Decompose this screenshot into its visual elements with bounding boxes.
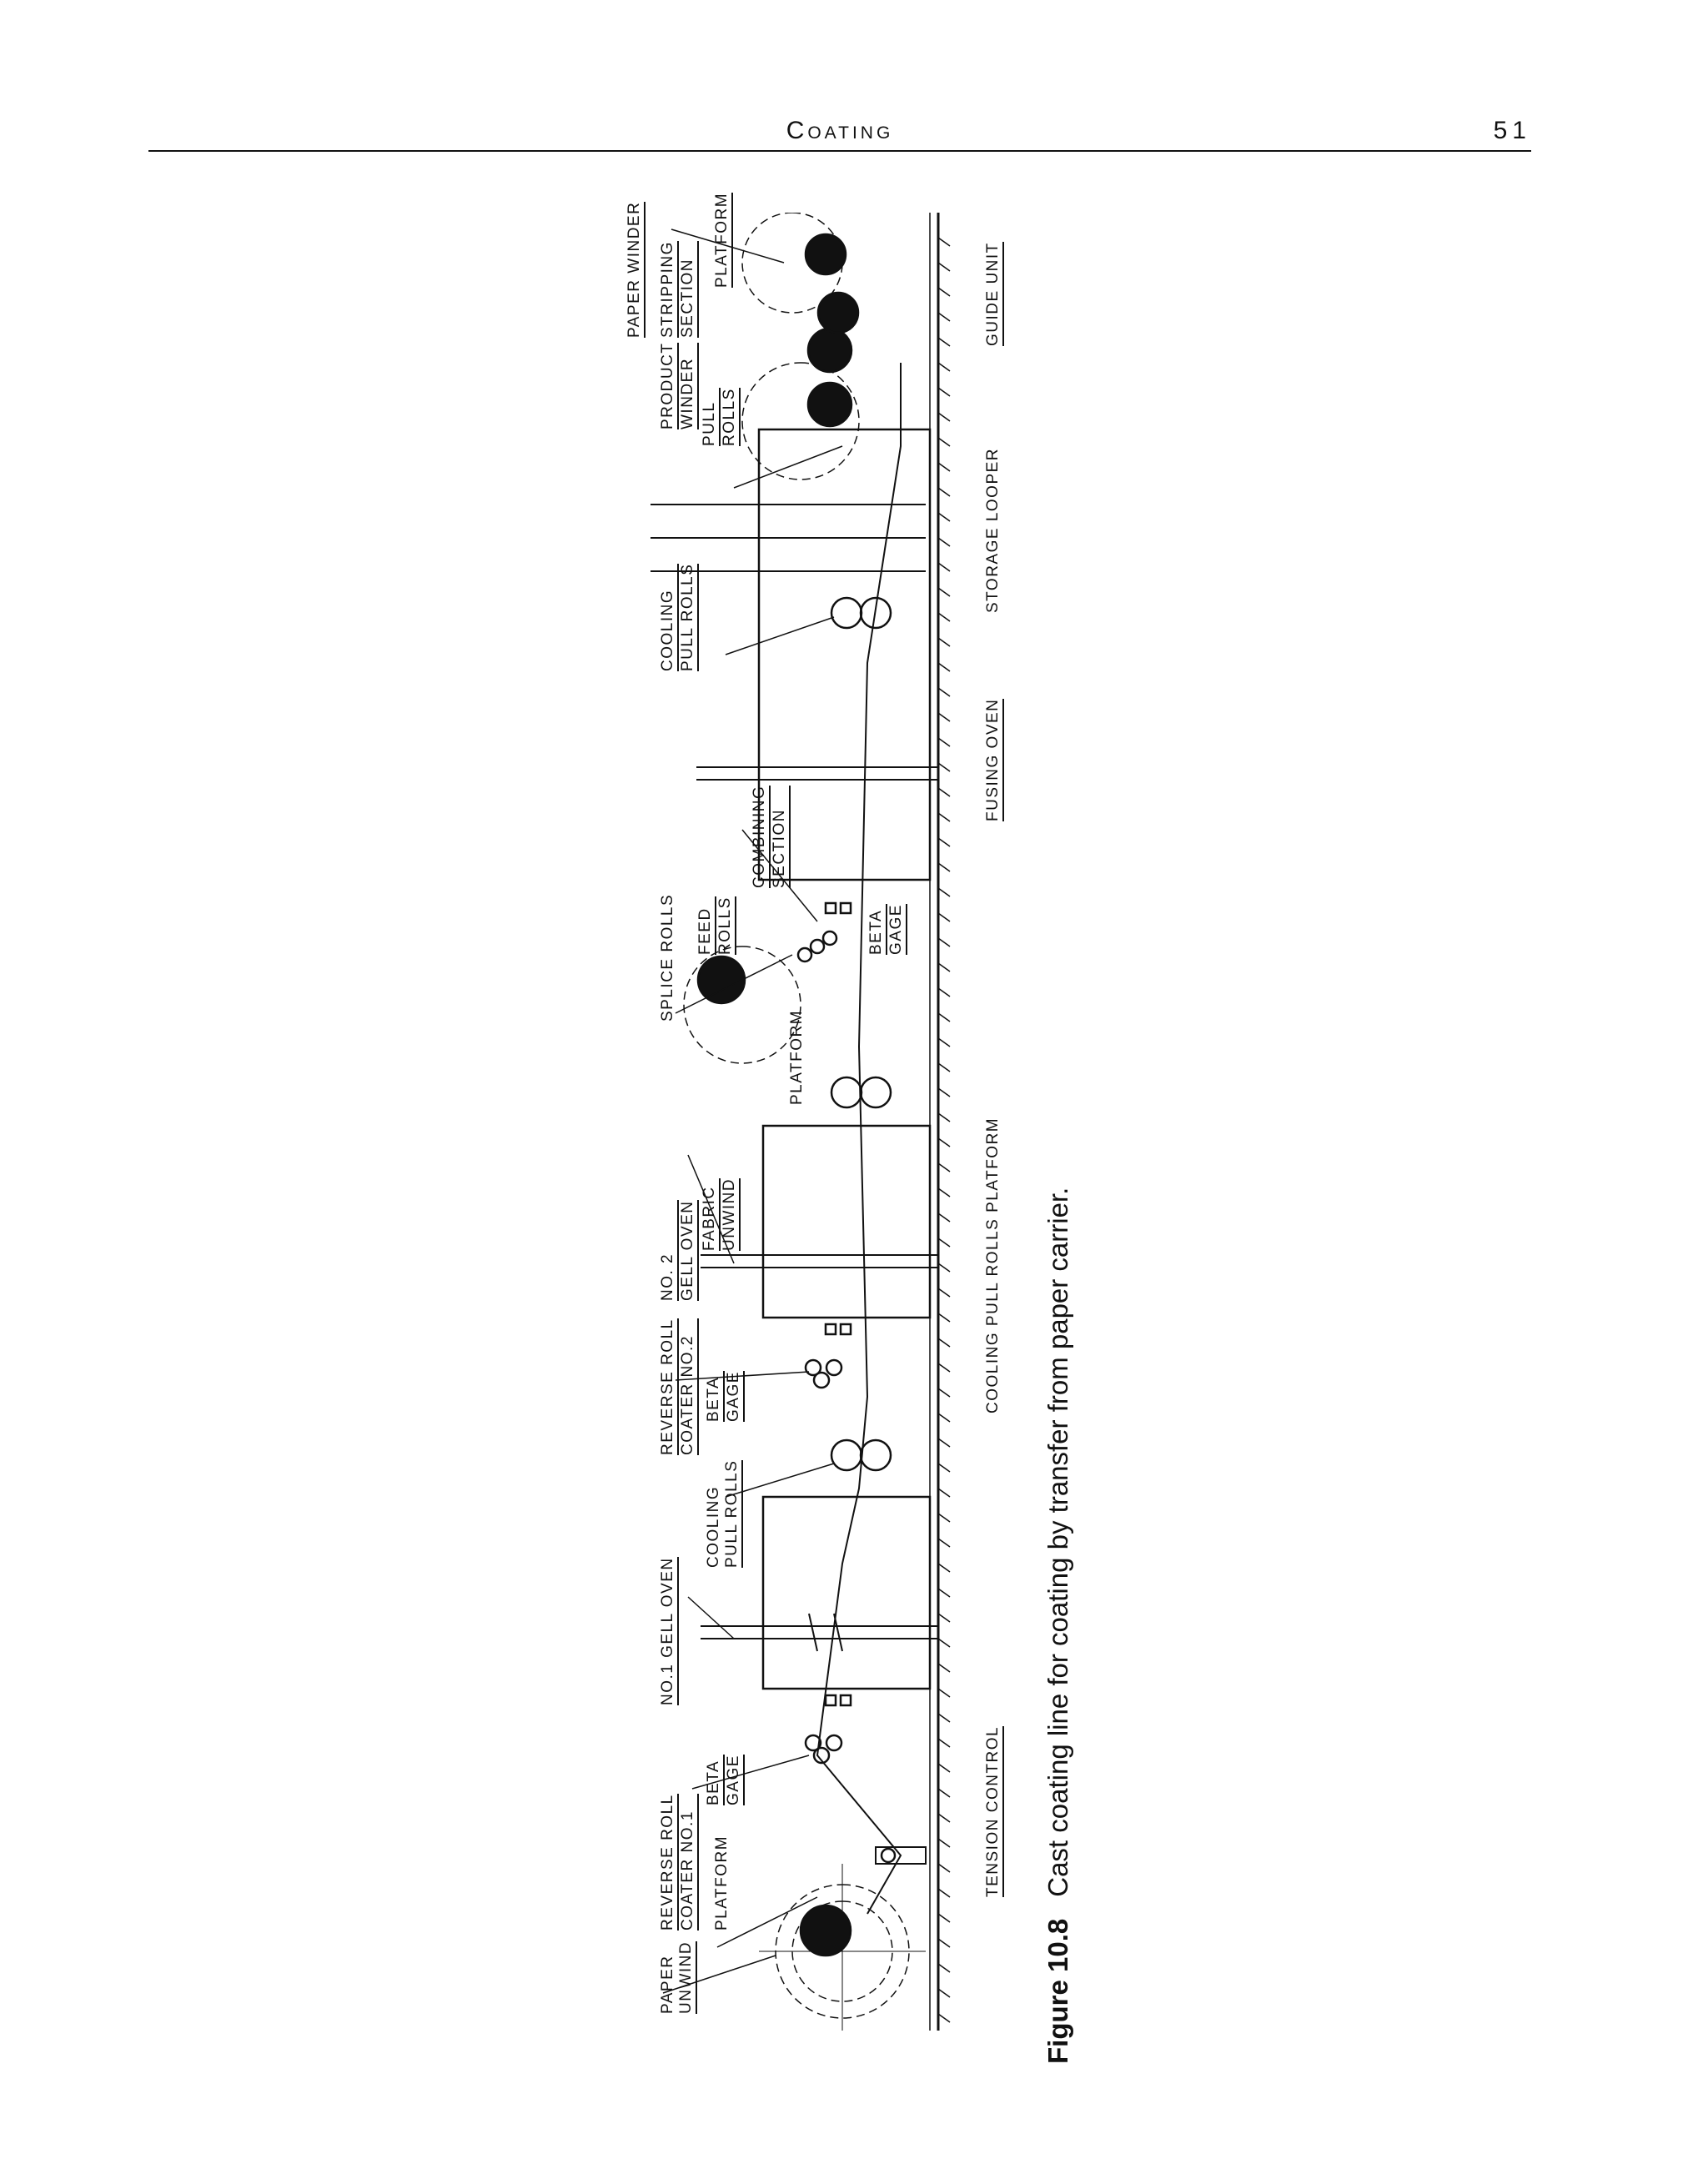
- figure-caption-text: Cast coating line for coating by transfe…: [1042, 1187, 1073, 1897]
- label-cooling-pull-rolls-platform: COOLING PULL ROLLS PLATFORM: [984, 1117, 1002, 1413]
- diagram-drawing: [651, 213, 951, 2031]
- page-number: 51: [1493, 117, 1531, 144]
- label-no1-gell-oven: NO.1 GELL OVEN: [659, 1557, 679, 1705]
- section-title: Coating: [786, 117, 894, 144]
- figure-number: Figure 10.8: [1042, 1918, 1073, 2064]
- label-platform-mid: PLATFORM: [788, 1009, 806, 1105]
- label-splice-rolls: SPLICE ROLLS: [659, 893, 676, 1022]
- label-guide-unit: GUIDE UNIT: [984, 242, 1004, 346]
- running-head: Coating 51: [148, 117, 1531, 152]
- label-platform-left: PLATFORM: [713, 1835, 731, 1930]
- label-paper-winder: PAPER WINDER: [625, 201, 646, 338]
- label-storage-looper: STORAGE LOOPER: [984, 447, 1002, 613]
- label-platform-right: PLATFORM: [713, 192, 733, 288]
- label-tension-control: TENSION CONTROL: [984, 1725, 1004, 1897]
- label-fusing-oven: FUSING OVEN: [984, 698, 1004, 821]
